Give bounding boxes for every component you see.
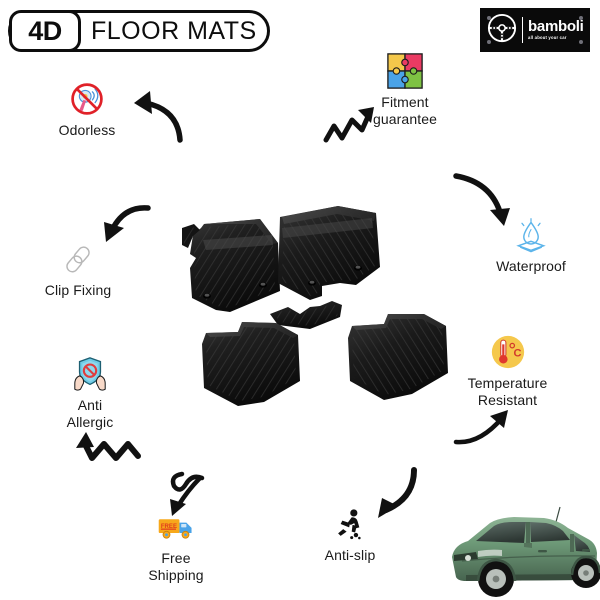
feature-label: Free Shipping (148, 550, 204, 584)
feature-label: Clip Fixing (44, 282, 112, 298)
arrow-to-waterproof (450, 168, 524, 235)
badge-4d: 4D (9, 10, 81, 52)
feature-anti-slip: Anti-slip (300, 505, 400, 564)
brand-logo: bamboli all about your car (480, 8, 590, 52)
arrow-to-clip-fixing (82, 200, 154, 261)
arrow-to-fitment (322, 104, 378, 153)
feature-label: Fitment guarantee (373, 94, 437, 128)
mat-rear-left (202, 322, 300, 406)
svg-text:C: C (513, 347, 521, 359)
brand-text-block: bamboli all about your car (528, 18, 584, 41)
arrow-to-anti-allergic (72, 428, 150, 477)
arrow-to-free-shipping (158, 466, 216, 529)
feature-clip-fixing: Clip Fixing (22, 240, 134, 299)
puzzle-icon (386, 52, 424, 90)
arrow-to-anti-slip (352, 464, 424, 531)
feature-temperature-resistant: C Temperature Resistant (445, 333, 570, 409)
screw-icon (579, 40, 583, 44)
feature-label: Odorless (58, 122, 116, 138)
page-title: FLOOR MATS (91, 16, 257, 45)
feature-label: Temperature Resistant (467, 375, 548, 409)
chain-link-icon (59, 240, 97, 278)
feature-waterproof: Waterproof (472, 216, 590, 275)
no-odor-icon (68, 80, 106, 118)
steering-wheel-icon (487, 13, 517, 48)
feature-free-shipping: FREE Free Shipping (128, 508, 224, 584)
water-droplet-layers-icon (512, 216, 550, 254)
screw-icon (487, 40, 491, 44)
mat-center-tunnel (270, 301, 342, 329)
feature-anti-allergic: Anti Allergic (40, 355, 140, 431)
vehicle-image (432, 495, 600, 600)
mat-rear-right (348, 314, 448, 400)
hands-shield-icon (71, 355, 109, 393)
svg-text:FREE: FREE (161, 524, 177, 530)
person-slipping-icon (331, 505, 369, 543)
feature-label: Anti Allergic (66, 397, 114, 431)
header-banner: 4D FLOOR MATS (8, 10, 270, 52)
brand-tagline: all about your car (528, 35, 567, 41)
screw-icon (487, 16, 491, 20)
thermometer-celsius-icon: C (489, 333, 527, 371)
logo-divider (521, 17, 524, 43)
arrow-to-temperature (450, 400, 530, 453)
feature-label: Anti-slip (324, 547, 376, 563)
mat-front-right (278, 206, 380, 300)
feature-fitment-guarantee: Fitment guarantee (350, 52, 460, 128)
feature-label: Waterproof (496, 258, 566, 274)
mat-front-left (182, 219, 280, 312)
delivery-truck-icon: FREE (157, 508, 195, 546)
product-mats-image (160, 188, 452, 410)
brand-name: bamboli (528, 18, 584, 36)
screw-icon (579, 16, 583, 20)
feature-odorless: Odorless (32, 80, 142, 139)
arrow-to-odorless (112, 86, 192, 149)
